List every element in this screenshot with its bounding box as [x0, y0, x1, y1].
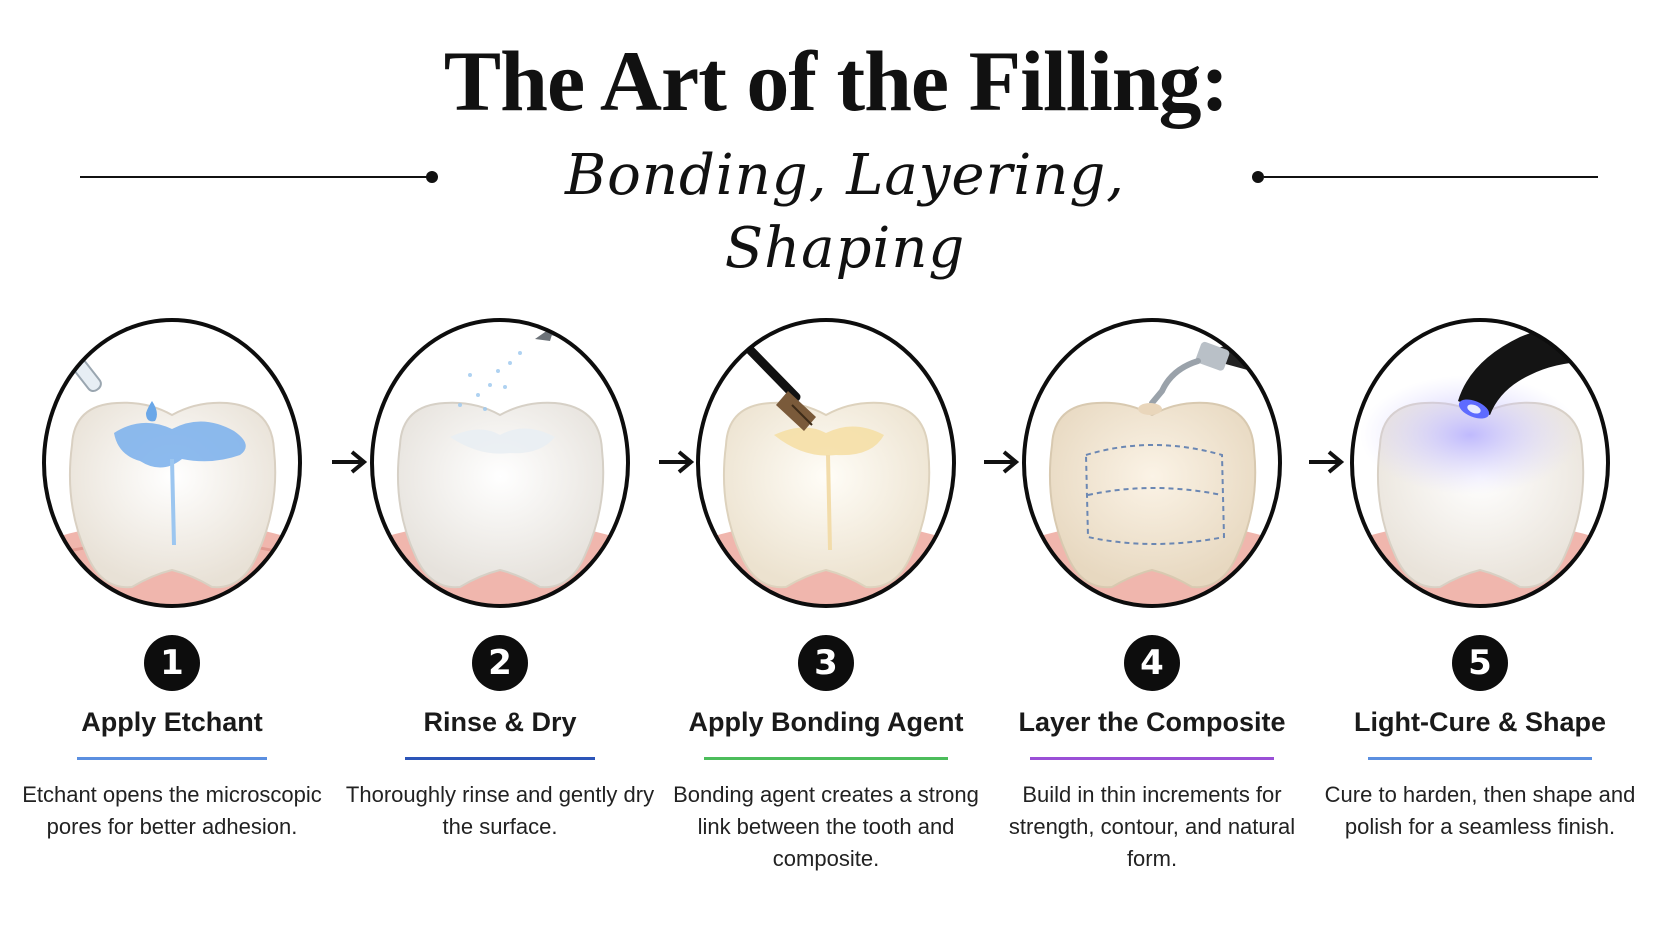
step-2-title: Rinse & Dry [423, 707, 577, 737]
step-3-description: Bonding agent creates a strong link betw… [673, 782, 979, 871]
arrow-right-icon [1309, 450, 1345, 474]
step-2-illustration [350, 305, 650, 615]
step-3-underline [704, 757, 948, 760]
step-3-title: Apply Bonding Agent [688, 707, 964, 737]
step-1-title: Apply Etchant [81, 707, 263, 737]
divider-left [80, 176, 428, 178]
divider-right [1264, 176, 1598, 178]
step-4: 4 Layer the Composite Build in thin incr… [1002, 305, 1302, 871]
divider-dot-right [1252, 171, 1264, 183]
step-1-number-badge: 1 [144, 635, 200, 691]
step-5-title: Light-Cure & Shape [1353, 707, 1606, 737]
step-2-underline [405, 757, 595, 760]
step-5-illustration [1330, 305, 1630, 615]
step-4-title: Layer the Composite [1018, 707, 1286, 737]
step-4-description: Build in thin increments for strength, c… [1008, 782, 1296, 871]
step-5-number-badge: 5 [1452, 635, 1508, 691]
step-3-illustration [676, 305, 976, 615]
step-2: 2 Rinse & Dry Thoroughly rinse and gentl… [346, 305, 654, 839]
arrow-right-icon [659, 450, 695, 474]
arrow-right-icon [332, 450, 368, 474]
page-subtitle: Bonding, Layering, Shaping [565, 143, 1125, 281]
step-1-underline [77, 757, 267, 760]
step-4-illustration [1002, 305, 1302, 615]
step-3: 3 Apply Bonding Agent Bonding agent crea… [673, 305, 979, 871]
step-1-description: Etchant opens the microscopic pores for … [22, 782, 322, 839]
divider-dot-left [426, 171, 438, 183]
step-4-underline [1030, 757, 1274, 760]
step-3-number-badge: 3 [798, 635, 854, 691]
step-1: 1 Apply Etchant Etchant opens the micros… [22, 305, 322, 839]
subtitle-row: Bonding, Layering, Shaping [0, 140, 1672, 281]
step-5: 5 Light-Cure & Shape Cure to harden, the… [1325, 305, 1635, 839]
step-2-description: Thoroughly rinse and gently dry the surf… [345, 782, 655, 839]
page-title: The Art of the Filling: [443, 33, 1229, 129]
step-4-number-badge: 4 [1124, 635, 1180, 691]
arrow-right-icon [984, 450, 1020, 474]
step-1-illustration [22, 305, 322, 615]
step-5-underline [1368, 757, 1592, 760]
step-2-number-badge: 2 [472, 635, 528, 691]
step-5-description: Cure to harden, then shape and polish fo… [1324, 782, 1636, 839]
